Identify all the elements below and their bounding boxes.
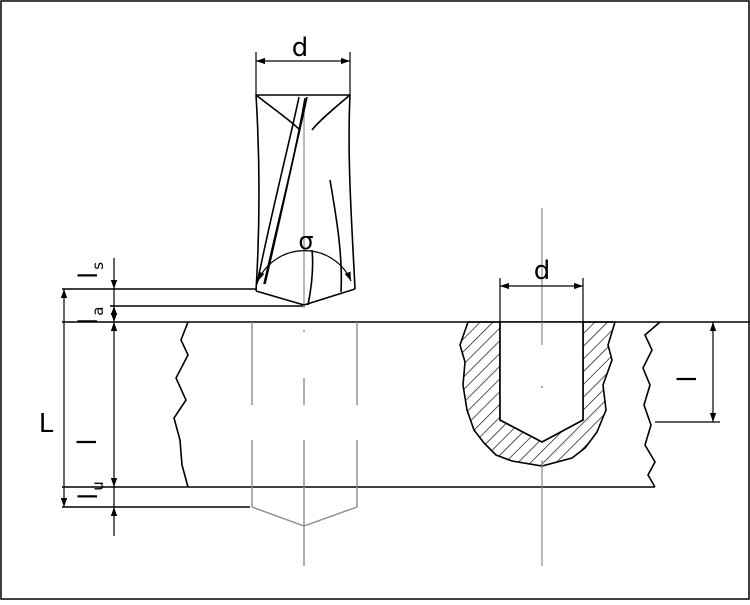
l-u-label: lu [74,481,107,500]
drill-right-edge [348,94,356,290]
hole-depth-label: l [673,375,703,382]
break-line-right [642,321,661,488]
hidden-drill-path [251,322,358,566]
drilled-hole-section: d [459,208,617,566]
thickness-label: l [73,438,103,445]
l-s-label: ls [74,262,107,279]
point-angle-arc [257,250,352,282]
total-length-label: L [39,409,54,439]
drill-flute-center [307,249,314,306]
hole-cavity [499,321,584,443]
drill-flute-3 [264,97,306,285]
left-dimensions: L ls la l lu [39,258,118,536]
drill-flute-1 [256,96,300,285]
reference-lines [62,288,750,323]
hole-diameter-label: d [534,256,551,286]
drill-tip-right [303,288,356,306]
drill-tip-left [255,290,305,306]
drill-diameter-label: d [292,33,309,63]
drill-flute-right [329,179,343,293]
drill-bit: σ d [255,33,356,308]
drill-twist-top [255,94,301,131]
drill-left-edge [255,94,260,292]
l-a-label: la [74,307,107,325]
point-angle-label: σ [298,227,313,255]
hole-center-dot [541,386,543,388]
workpiece-left [62,321,655,508]
break-line-left [173,321,189,488]
axis-dot [303,330,305,332]
workpiece-right: l [642,321,720,488]
drill-twist-top-2 [311,94,351,131]
hidden-tip [251,506,358,527]
